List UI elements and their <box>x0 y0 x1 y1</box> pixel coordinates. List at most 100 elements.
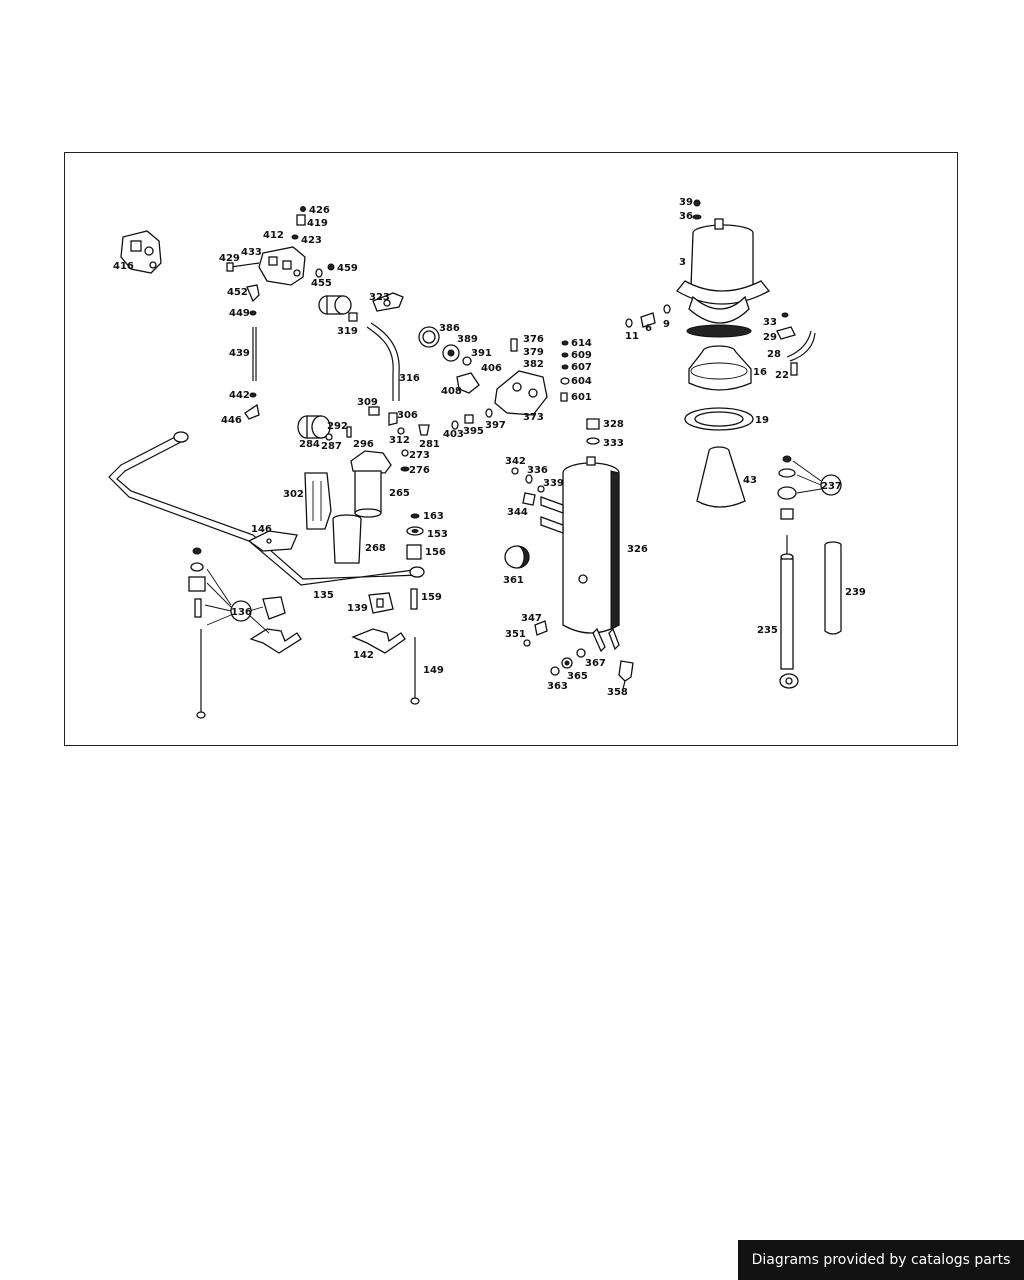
bolt-429 <box>226 262 260 272</box>
cap-361 <box>504 545 530 569</box>
label-11: 11 <box>625 331 639 342</box>
label-367: 367 <box>585 658 606 669</box>
label-423: 423 <box>301 235 322 246</box>
label-239: 239 <box>845 587 866 598</box>
clamp-142 <box>351 628 406 654</box>
label-361: 361 <box>503 575 524 586</box>
label-614: 614 <box>571 338 592 349</box>
label-163: 163 <box>423 511 444 522</box>
label-429: 429 <box>219 253 240 264</box>
label-358: 358 <box>607 687 628 698</box>
label-397: 397 <box>485 420 506 431</box>
fitting-408 <box>456 372 480 394</box>
dust-cover-239 <box>824 541 842 635</box>
label-376: 376 <box>523 334 544 345</box>
label-309: 309 <box>357 397 378 408</box>
label-347: 347 <box>521 613 542 624</box>
rod-439 <box>244 327 260 420</box>
spacer-159 <box>410 588 418 610</box>
label-36: 36 <box>679 211 693 222</box>
label-302: 302 <box>283 489 304 500</box>
link-28-33 <box>776 312 816 376</box>
label-139: 139 <box>347 603 368 614</box>
fittings-306-312 <box>368 406 430 436</box>
label-336: 336 <box>527 465 548 476</box>
hose-316 <box>366 322 400 401</box>
rings-386-389 <box>418 326 472 366</box>
bracket-146 <box>247 530 298 552</box>
label-452: 452 <box>227 287 248 298</box>
small-fittings-6-11 <box>625 304 671 328</box>
sway-bar-135 <box>108 431 425 586</box>
diagram-frame: 426 419 423 412 416 433 429 459 455 452 … <box>64 152 958 746</box>
label-326: 326 <box>627 544 648 555</box>
tank-bottom-fittings <box>523 620 634 690</box>
label-29: 29 <box>763 332 777 343</box>
label-16: 16 <box>753 367 767 378</box>
label-333: 333 <box>603 438 624 449</box>
label-6: 6 <box>645 323 652 334</box>
label-391: 391 <box>471 348 492 359</box>
bushing-kit-237 <box>777 455 842 520</box>
label-342: 342 <box>505 456 526 467</box>
label-609: 609 <box>571 350 592 361</box>
label-237: 237 <box>821 481 842 492</box>
label-379: 379 <box>523 347 544 358</box>
label-156: 156 <box>425 547 446 558</box>
label-316: 316 <box>399 373 420 384</box>
label-136: 136 <box>231 607 252 618</box>
label-446: 446 <box>221 415 242 426</box>
cup-268 <box>332 514 362 564</box>
label-389: 389 <box>457 334 478 345</box>
footer-credit-badge: Diagrams provided by catalogs parts <box>738 1240 1024 1280</box>
label-39: 39 <box>679 197 693 208</box>
small-fittings-419-426 <box>291 206 335 278</box>
boot-43 <box>696 446 746 508</box>
label-426: 426 <box>309 205 330 216</box>
elbow-452 <box>246 284 260 316</box>
label-328: 328 <box>603 419 624 430</box>
air-spring-3 <box>676 199 770 338</box>
sleeve-319 <box>318 295 358 322</box>
label-153: 153 <box>427 529 448 540</box>
label-265: 265 <box>389 488 410 499</box>
label-3: 3 <box>679 257 686 268</box>
label-19: 19 <box>755 415 769 426</box>
label-22: 22 <box>775 370 789 381</box>
valve-block-416 <box>120 230 162 274</box>
label-281: 281 <box>419 439 440 450</box>
valve-373 <box>494 338 548 416</box>
small-parts-601-614 <box>560 340 570 402</box>
spring-seat-16 <box>688 345 752 391</box>
rod-149 <box>410 637 420 705</box>
label-459: 459 <box>337 263 358 274</box>
parts-diagram: 426 419 423 412 416 433 429 459 455 452 … <box>108 197 866 719</box>
label-412: 412 <box>263 230 284 241</box>
label-33: 33 <box>763 317 777 328</box>
label-419: 419 <box>307 218 328 229</box>
label-292: 292 <box>327 421 348 432</box>
label-363: 363 <box>547 681 568 692</box>
label-159: 159 <box>421 592 442 603</box>
label-442: 442 <box>229 390 250 401</box>
label-276: 276 <box>409 465 430 476</box>
label-284: 284 <box>299 439 320 450</box>
label-149: 149 <box>423 665 444 676</box>
label-403: 403 <box>443 429 464 440</box>
label-604: 604 <box>571 376 592 387</box>
label-455: 455 <box>311 278 332 289</box>
label-382: 382 <box>523 359 544 370</box>
clamp-323 <box>372 292 404 312</box>
label-408: 408 <box>441 386 462 397</box>
label-365: 365 <box>567 671 588 682</box>
label-142: 142 <box>353 650 374 661</box>
label-235: 235 <box>757 625 778 636</box>
label-339: 339 <box>543 478 564 489</box>
label-406: 406 <box>481 363 502 374</box>
label-607: 607 <box>571 362 592 373</box>
label-273: 273 <box>409 450 430 461</box>
label-43: 43 <box>743 475 757 486</box>
label-146: 146 <box>251 524 272 535</box>
label-9: 9 <box>663 319 670 330</box>
label-323: 323 <box>369 292 390 303</box>
